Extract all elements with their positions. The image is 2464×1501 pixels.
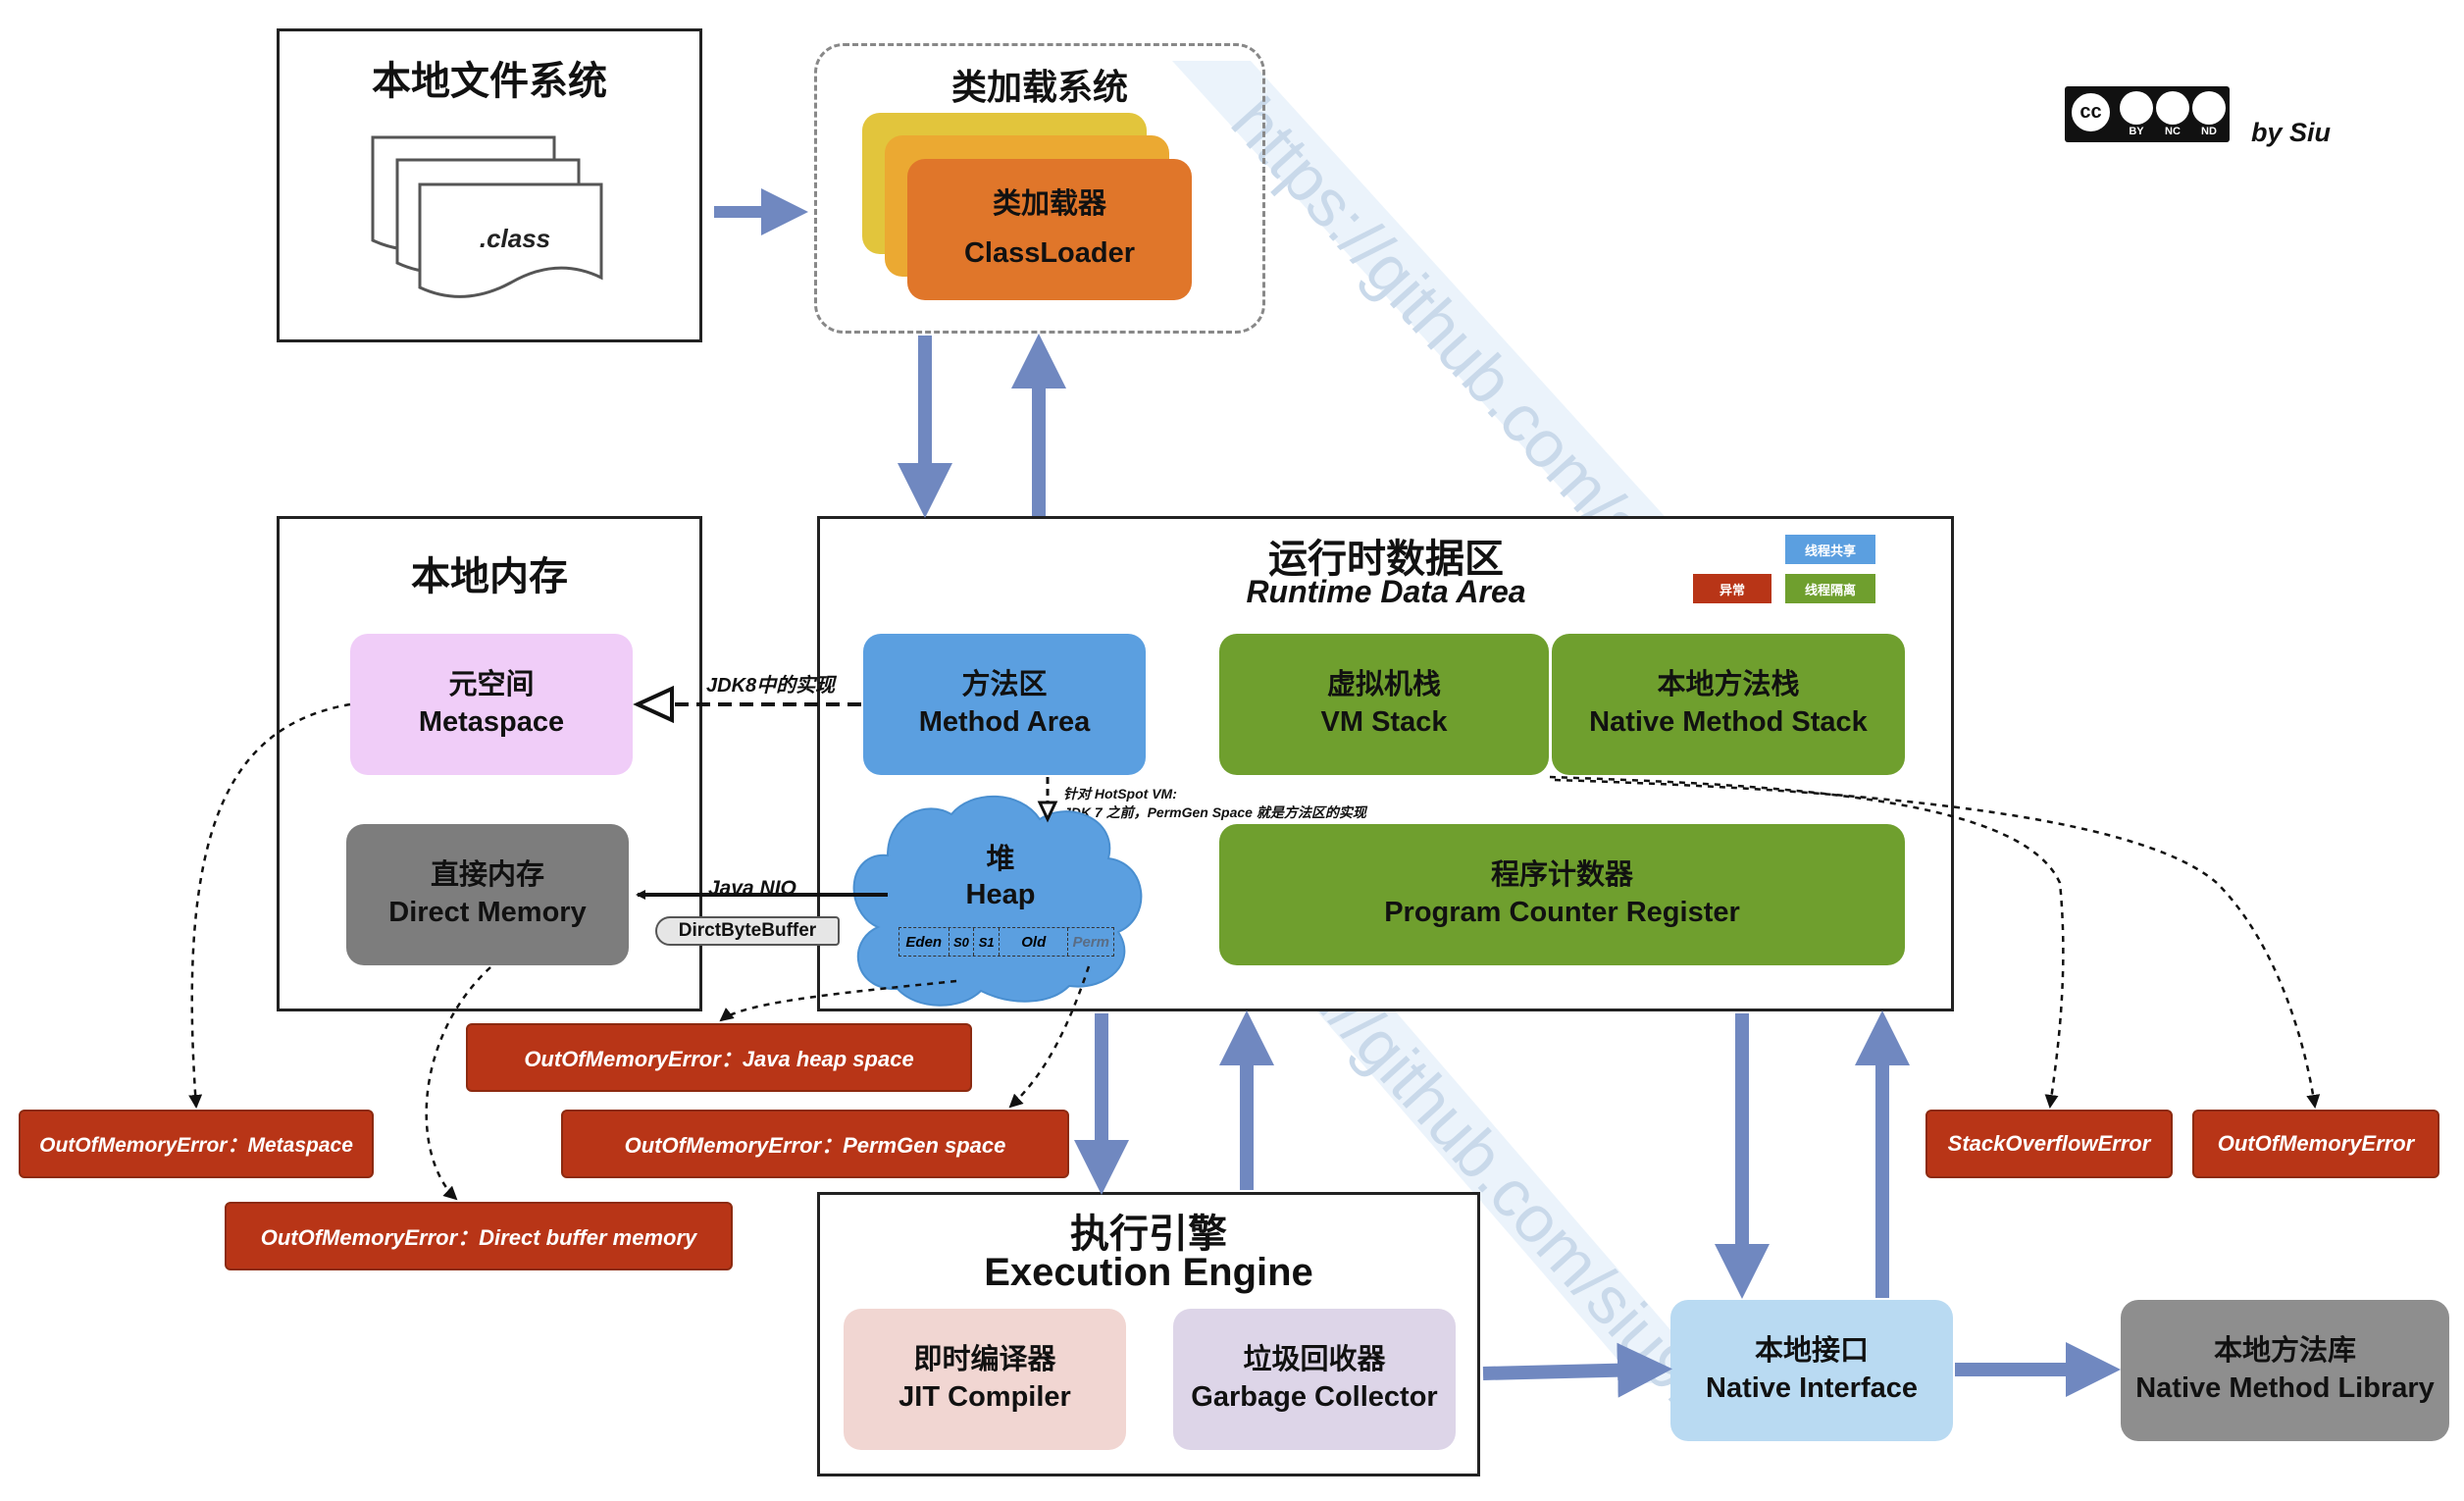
garbage-collector-zh: 垃圾回收器 bbox=[1243, 1344, 1386, 1376]
direct-memory-en: Direct Memory bbox=[388, 897, 587, 928]
heap-region-eden: Eden bbox=[899, 928, 950, 956]
native-library-en: Native Method Library bbox=[2135, 1372, 2435, 1404]
metaspace-en: Metaspace bbox=[418, 706, 565, 738]
metaspace: 元空间 Metaspace bbox=[350, 634, 633, 775]
garbage-collector: 垃圾回收器 Garbage Collector bbox=[1173, 1309, 1456, 1450]
native-method-stack-en: Native Method Stack bbox=[1589, 706, 1868, 738]
jit-compiler-en: JIT Compiler bbox=[898, 1381, 1071, 1413]
native-method-library: 本地方法库 Native Method Library bbox=[2121, 1300, 2449, 1441]
cc-icon: cc bbox=[2069, 90, 2113, 134]
heap-region-s1: S1 bbox=[974, 928, 1001, 956]
class-file-label: .class bbox=[479, 224, 551, 253]
heap-regions: Eden S0 S1 Old Perm bbox=[898, 927, 1114, 957]
error-out-of-memory: OutOfMemoryError bbox=[2192, 1110, 2439, 1178]
garbage-collector-en: Garbage Collector bbox=[1191, 1381, 1438, 1413]
legend-thread-shared: 线程共享 bbox=[1785, 535, 1875, 564]
cc-nc-label: NC bbox=[2165, 126, 2181, 137]
author-label: by Siu bbox=[2251, 118, 2332, 147]
by-icon bbox=[2120, 91, 2153, 125]
method-area-en: Method Area bbox=[918, 706, 1091, 738]
pc-register-en: Program Counter Register bbox=[1384, 897, 1740, 928]
native-memory-title: 本地内存 bbox=[411, 555, 568, 598]
error-direct-buffer-memory: OutOfMemoryError：Direct buffer memory bbox=[225, 1202, 733, 1270]
native-interface-en: Native Interface bbox=[1706, 1372, 1918, 1404]
native-method-stack: 本地方法栈 Native Method Stack bbox=[1552, 634, 1905, 775]
vm-stack-zh: 虚拟机栈 bbox=[1326, 669, 1441, 701]
heap-zh: 堆 bbox=[986, 844, 1015, 875]
error-permgen-space: OutOfMemoryError：PermGen space bbox=[561, 1110, 1069, 1178]
hotspot-note: 针对 HotSpot VM: JDK 7 之前，PermGen Space 就是… bbox=[1063, 785, 1475, 822]
java-nio-label: Java NIO bbox=[708, 877, 796, 900]
runtime-title-en: Runtime Data Area bbox=[1246, 574, 1526, 609]
hotspot-note-line2: JDK 7 之前，PermGen Space 就是方法区的实现 bbox=[1063, 803, 1366, 820]
error-java-heap-space: OutOfMemoryError：Java heap space bbox=[466, 1023, 972, 1092]
native-interface: 本地接口 Native Interface bbox=[1670, 1300, 1953, 1441]
heap-region-perm: Perm bbox=[1072, 933, 1109, 951]
legend-error: 异常 bbox=[1693, 574, 1771, 603]
hotspot-note-line1: 针对 HotSpot VM: bbox=[1063, 786, 1177, 802]
direct-byte-buffer-tag: DirctByteBuffer bbox=[655, 916, 840, 946]
cc-license-badge: cc BY NC ND bbox=[2065, 86, 2230, 142]
heap-region-old: Old bbox=[1000, 928, 1069, 956]
jit-compiler-zh: 即时编译器 bbox=[913, 1344, 1056, 1376]
jdk8-label: JDK8中的实现 bbox=[706, 675, 836, 697]
class-loading-system bbox=[814, 43, 1265, 334]
native-method-stack-zh: 本地方法栈 bbox=[1657, 669, 1800, 701]
nc-icon bbox=[2156, 91, 2189, 125]
error-stack-overflow: StackOverflowError bbox=[1925, 1110, 2173, 1178]
cc-by-label: BY bbox=[2129, 126, 2144, 137]
native-interface-zh: 本地接口 bbox=[1754, 1335, 1869, 1368]
vm-stack: 虚拟机栈 VM Stack bbox=[1219, 634, 1549, 775]
class-loading-title: 类加载系统 bbox=[950, 67, 1128, 107]
direct-memory-zh: 直接内存 bbox=[430, 859, 544, 892]
pc-register-zh: 程序计数器 bbox=[1490, 859, 1633, 892]
runtime-title-zh: 运行时数据区 bbox=[1268, 538, 1504, 581]
execution-engine-zh: 执行引擎 bbox=[1070, 1213, 1227, 1256]
native-library-zh: 本地方法库 bbox=[2213, 1335, 2356, 1368]
class-loader-zh: 类加载器 bbox=[992, 188, 1106, 221]
direct-memory: 直接内存 Direct Memory bbox=[346, 824, 629, 965]
program-counter-register: 程序计数器 Program Counter Register bbox=[1219, 824, 1905, 965]
metaspace-zh: 元空间 bbox=[448, 669, 535, 701]
error-metaspace: OutOfMemoryError：Metaspace bbox=[19, 1110, 374, 1178]
cc-nd-label: ND bbox=[2201, 126, 2217, 137]
legend-thread-isolated: 线程隔离 bbox=[1785, 574, 1875, 603]
vm-stack-en: VM Stack bbox=[1320, 706, 1448, 738]
class-loader-en: ClassLoader bbox=[963, 237, 1136, 269]
execution-engine-en: Execution Engine bbox=[984, 1251, 1313, 1294]
method-area-zh: 方法区 bbox=[961, 669, 1048, 701]
heap-region-s0: S0 bbox=[950, 928, 975, 956]
heap-en: Heap bbox=[965, 879, 1036, 910]
local-file-system-title: 本地文件系统 bbox=[372, 60, 607, 103]
jit-compiler: 即时编译器 JIT Compiler bbox=[844, 1309, 1126, 1450]
nd-icon bbox=[2192, 91, 2226, 125]
method-area: 方法区 Method Area bbox=[863, 634, 1146, 775]
class-loader-box: 类加载器 ClassLoader bbox=[907, 159, 1192, 300]
